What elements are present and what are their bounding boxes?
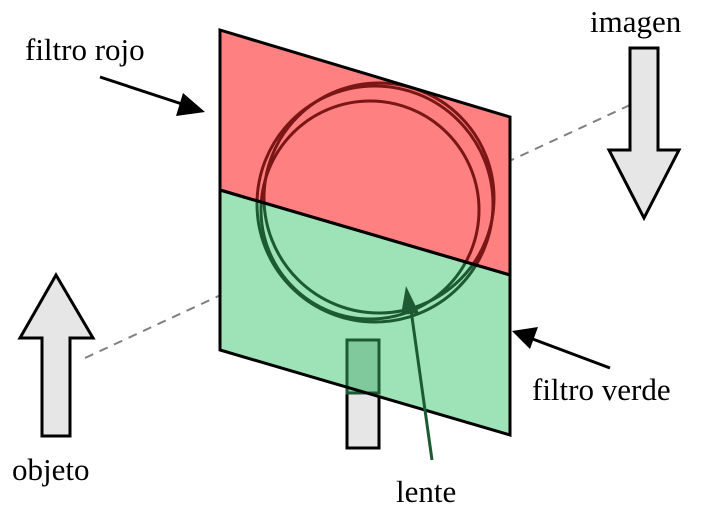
optical-axis-line (84, 104, 631, 359)
image-label: imagen (590, 4, 682, 39)
green-filter-pointer-line (529, 336, 611, 370)
up-arrow-icon (17, 272, 96, 438)
object-label: objeto (12, 452, 90, 487)
green-filter-pointer-head (512, 327, 538, 349)
lens-label: lente (396, 474, 456, 509)
down-arrow-icon (606, 46, 682, 222)
lens-pointer-line (409, 309, 434, 461)
red-filter (220, 30, 510, 275)
green-filter-outline (218, 187, 512, 438)
lens-handle-behind-filter (345, 338, 381, 395)
green-filter-label: filtro verde (532, 372, 671, 407)
red-filter-pointer-head (176, 93, 205, 116)
red-filter-label: filtro rojo (25, 32, 145, 67)
red-filter-pointer-line (99, 75, 186, 107)
lens-pointer-head (401, 286, 419, 315)
